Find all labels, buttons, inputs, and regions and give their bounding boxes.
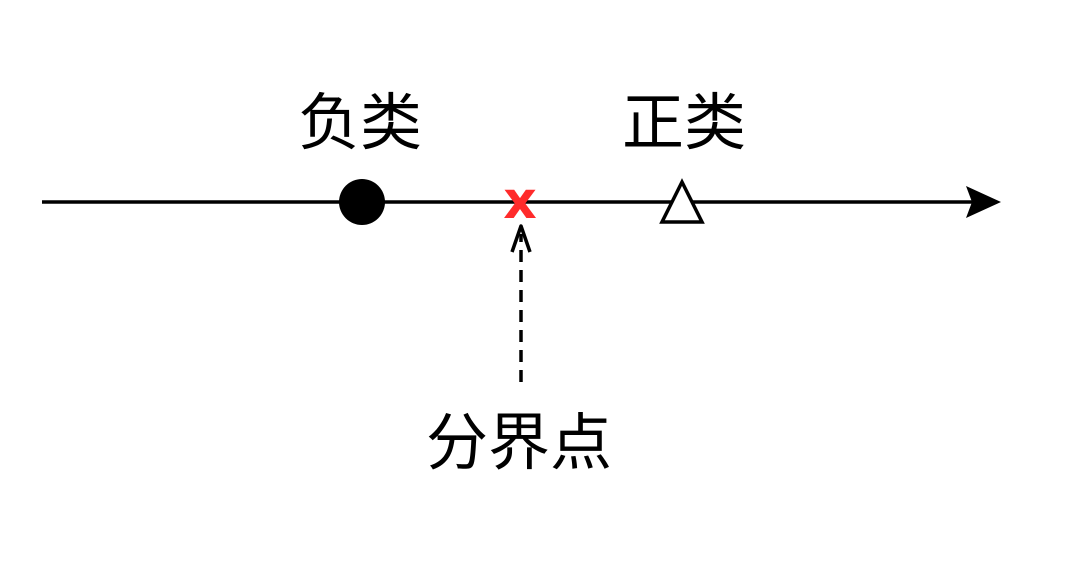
positive-class-point bbox=[659, 178, 705, 224]
negative-class-label: 负类 bbox=[298, 86, 423, 159]
boundary-marker: x bbox=[503, 171, 537, 231]
negative-class-point bbox=[339, 179, 385, 225]
positive-class-label: 正类 bbox=[622, 86, 747, 159]
boundary-point-label: 分界点 bbox=[426, 406, 613, 479]
axis-arrowhead bbox=[966, 186, 1001, 218]
boundary-pointer-arrowhead bbox=[510, 224, 532, 253]
